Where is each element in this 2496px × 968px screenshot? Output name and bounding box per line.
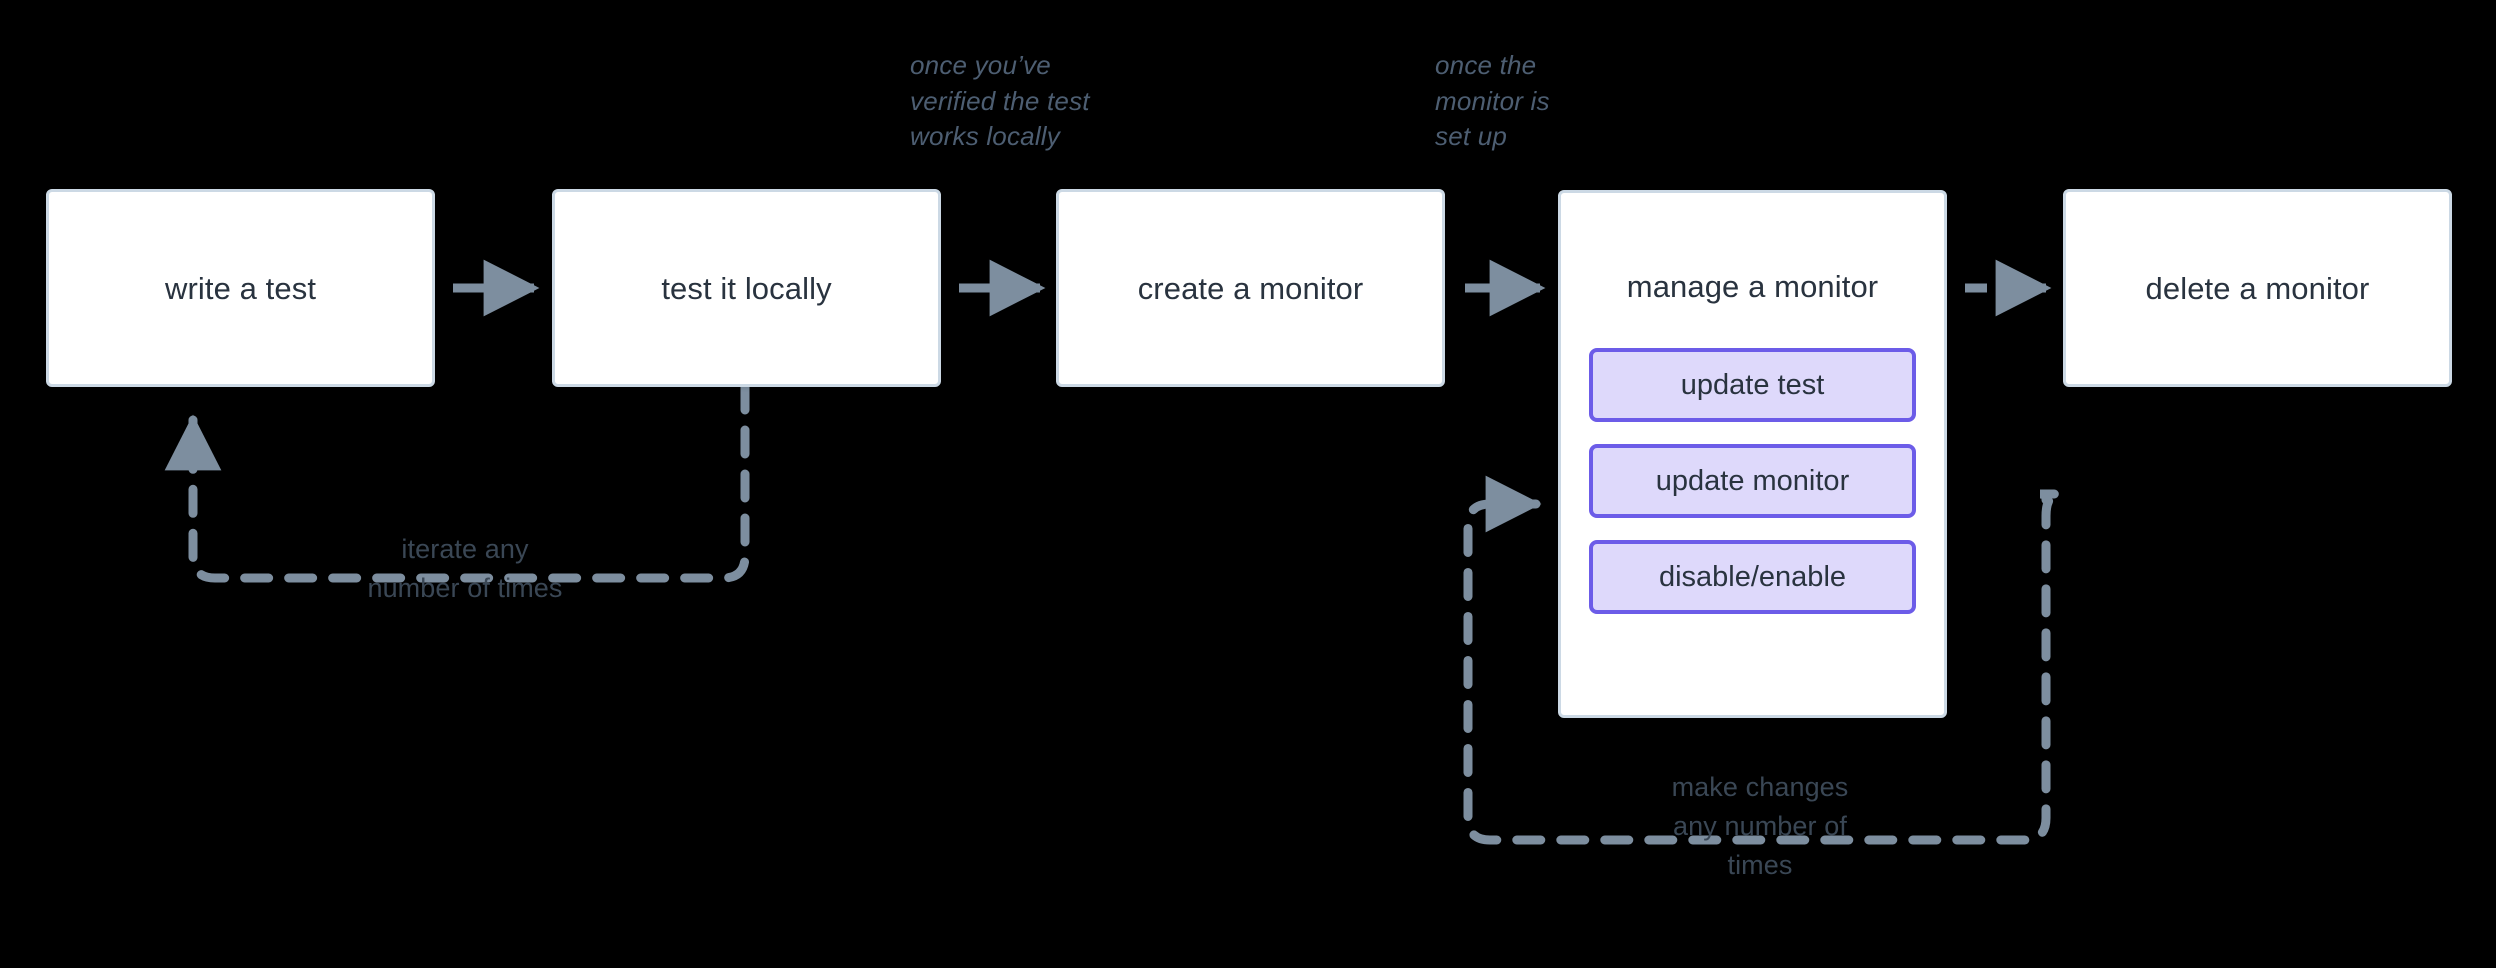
step-box-create-a-monitor[interactable]: create a monitor — [1056, 189, 1445, 387]
sub-item-update-monitor[interactable]: update monitor — [1589, 444, 1916, 518]
sub-item-disable-enable[interactable]: disable/enable — [1589, 540, 1916, 614]
step-label-test-it-locally: test it locally — [661, 270, 832, 306]
step-box-delete-a-monitor[interactable]: delete a monitor — [2063, 189, 2452, 387]
loop-label-iterate: iterate any number of times — [367, 534, 563, 603]
sub-item-label-disable-enable: disable/enable — [1658, 560, 1847, 593]
step-label-manage-a-monitor: manage a monitor — [1626, 269, 1879, 304]
sub-item-label-update-test: update test — [1680, 368, 1825, 401]
step-box-manage-a-monitor[interactable]: manage a monitor update test update moni… — [1558, 190, 1947, 718]
step-label-write-a-test: write a test — [164, 270, 317, 306]
annotation-once-verified: once you’ve verified the test works loca… — [910, 50, 1090, 152]
loop-label-make-changes: make changes any number of times — [1671, 772, 1849, 880]
step-label-delete-a-monitor: delete a monitor — [2145, 270, 2370, 306]
annotation-once-set-up: once the monitor is set up — [1435, 50, 1550, 152]
step-label-create-a-monitor: create a monitor — [1137, 270, 1364, 306]
manage-sub-item-list: update test update monitor disable/enabl… — [1561, 348, 1944, 614]
step-box-write-a-test[interactable]: write a test — [46, 189, 435, 387]
step-box-test-it-locally[interactable]: test it locally — [552, 189, 941, 387]
sub-item-label-update-monitor: update monitor — [1655, 464, 1850, 497]
sub-item-update-test[interactable]: update test — [1589, 348, 1916, 422]
